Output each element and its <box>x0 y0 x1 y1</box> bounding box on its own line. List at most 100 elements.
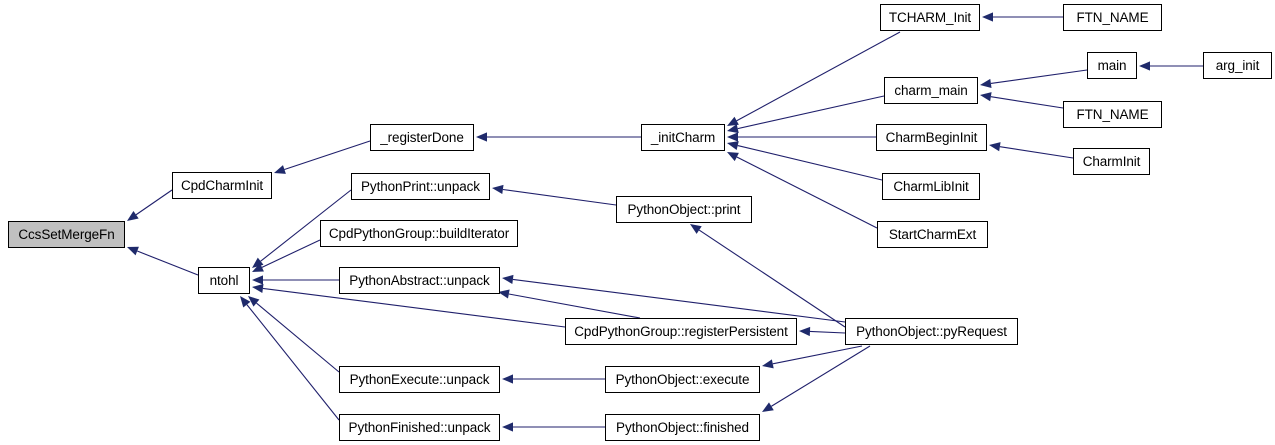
graph-node-pythonprintobj[interactable]: PythonObject::print <box>616 196 752 223</box>
graph-node-label: PythonObject::pyRequest <box>856 323 1007 339</box>
graph-node-startcharmext[interactable]: StartCharmExt <box>877 221 988 248</box>
graph-node-label: CharmBeginInit <box>885 129 978 145</box>
call-edge <box>736 31 901 122</box>
call-edge <box>260 189 352 262</box>
graph-node-builditerator[interactable]: CpdPythonGroup::buildIterator <box>320 220 518 247</box>
call-edge-arrowhead <box>727 124 739 134</box>
graph-node-label: CharmInit <box>1082 153 1141 169</box>
graph-node-label: _initCharm <box>650 129 716 145</box>
graph-node-label: CpdPythonGroup::buildIterator <box>328 225 510 241</box>
graph-node-label: CharmLibInit <box>893 178 969 194</box>
graph-node-cpdcharminit[interactable]: CpdCharmInit <box>172 172 272 199</box>
graph-node-arginit[interactable]: arg_init <box>1203 52 1272 79</box>
graph-node-pythonfinished[interactable]: PythonObject::finished <box>605 414 760 441</box>
call-edge-arrowhead <box>762 359 774 369</box>
graph-node-ftnname1[interactable]: FTN_NAME <box>1063 4 1162 31</box>
call-edge <box>284 140 371 171</box>
call-edge-arrowhead <box>498 289 510 299</box>
call-edge-arrowhead <box>980 92 992 102</box>
graph-node-initcharm[interactable]: _initCharm <box>641 124 725 151</box>
call-edge <box>809 330 846 334</box>
graph-node-label: arg_init <box>1215 57 1260 73</box>
call-edge-arrowhead <box>982 12 993 22</box>
call-edge-arrowhead <box>502 274 514 284</box>
graph-node-tcharminit[interactable]: TCHARM_Init <box>880 4 980 31</box>
call-edge <box>771 345 871 407</box>
call-edge <box>508 293 641 319</box>
call-edge-arrowhead <box>989 142 1001 152</box>
graph-node-pythonexecute[interactable]: PythonObject::execute <box>605 366 760 393</box>
graph-node-label: CpdPythonGroup::registerPersistent <box>574 323 788 339</box>
graph-node-label: PythonObject::execute <box>615 371 750 387</box>
call-edge-arrowhead <box>727 116 739 126</box>
graph-node-label: main <box>1097 57 1127 73</box>
call-edge-arrowhead <box>762 402 774 412</box>
graph-node-label: PythonObject::finished <box>616 419 749 435</box>
call-edge <box>698 229 846 328</box>
call-edge-arrowhead <box>502 422 513 432</box>
graph-node-pythonexecuteu[interactable]: PythonExecute::unpack <box>339 366 500 393</box>
call-edge-arrowhead <box>690 224 702 234</box>
call-edge-arrowhead <box>252 263 264 272</box>
call-edge <box>772 345 863 365</box>
graph-node-registerdone[interactable]: _registerDone <box>370 124 474 151</box>
graph-node-pythonabstract[interactable]: PythonAbstract::unpack <box>339 267 500 294</box>
graph-node-label: PythonExecute::unpack <box>349 371 490 387</box>
call-edge-arrowhead <box>727 141 739 151</box>
graph-node-ftnname2[interactable]: FTN_NAME <box>1063 101 1162 128</box>
graph-node-registerpersist[interactable]: CpdPythonGroup::registerPersistent <box>565 318 797 345</box>
graph-node-pyrequest[interactable]: PythonObject::pyRequest <box>845 318 1018 345</box>
graph-node-label: PythonObject::print <box>627 201 741 217</box>
graph-node-label: PythonAbstract::unpack <box>349 272 490 288</box>
call-edge <box>990 96 1064 109</box>
call-edge-arrowhead <box>1139 61 1150 71</box>
call-edge-arrowhead <box>727 132 738 142</box>
graph-node-charmbegininit[interactable]: CharmBeginInit <box>876 124 987 151</box>
call-edge <box>261 239 321 268</box>
call-edge <box>737 95 885 130</box>
graph-node-pythonfinishedu[interactable]: PythonFinished::unpack <box>339 414 500 441</box>
call-edge-arrowhead <box>799 326 811 337</box>
call-edge-arrowhead <box>252 283 264 293</box>
call-edge-arrowhead <box>274 165 286 174</box>
graph-node-ccssetmergefn[interactable]: CcsSetMergeFn <box>8 221 125 248</box>
call-edge-arrowhead <box>476 132 487 142</box>
call-edge <box>137 250 199 276</box>
call-edge <box>999 146 1074 159</box>
graph-node-main[interactable]: main <box>1087 52 1137 79</box>
call-edge <box>262 287 566 328</box>
graph-node-charminit[interactable]: CharmInit <box>1073 148 1150 175</box>
call-edge <box>246 304 340 421</box>
call-edge <box>737 145 883 181</box>
call-edge-arrowhead <box>127 246 139 256</box>
call-edge <box>736 156 878 229</box>
graph-node-label: FTN_NAME <box>1076 106 1149 122</box>
graph-node-label: PythonFinished::unpack <box>348 419 491 435</box>
graph-node-label: FTN_NAME <box>1076 9 1149 25</box>
graph-node-label: charm_main <box>894 82 968 98</box>
call-edge <box>135 189 173 216</box>
graph-node-label: StartCharmExt <box>888 226 977 242</box>
graph-node-charmmain[interactable]: charm_main <box>884 77 978 104</box>
call-edge <box>512 278 846 323</box>
call-edge <box>990 69 1088 85</box>
call-edge-arrowhead <box>980 78 992 89</box>
graph-node-label: CpdCharmInit <box>180 177 264 193</box>
graph-node-pythonprint[interactable]: PythonPrint::unpack <box>351 173 490 200</box>
graph-node-label: _registerDone <box>380 129 464 145</box>
call-edge-arrowhead <box>492 184 504 195</box>
call-edge <box>502 188 617 206</box>
call-edge-arrowhead <box>248 296 260 307</box>
call-edge-arrowhead <box>252 275 263 285</box>
call-edge <box>256 302 340 373</box>
graph-node-ntohl[interactable]: ntohl <box>198 267 250 294</box>
graph-node-label: TCHARM_Init <box>888 9 972 25</box>
graph-node-label: PythonPrint::unpack <box>361 178 480 194</box>
call-edge-arrowhead <box>127 210 139 221</box>
graph-node-label: ntohl <box>209 272 239 288</box>
graph-node-charmlibinit[interactable]: CharmLibInit <box>882 173 980 200</box>
call-edge-arrowhead <box>502 374 513 384</box>
call-edge-arrowhead <box>727 152 739 162</box>
